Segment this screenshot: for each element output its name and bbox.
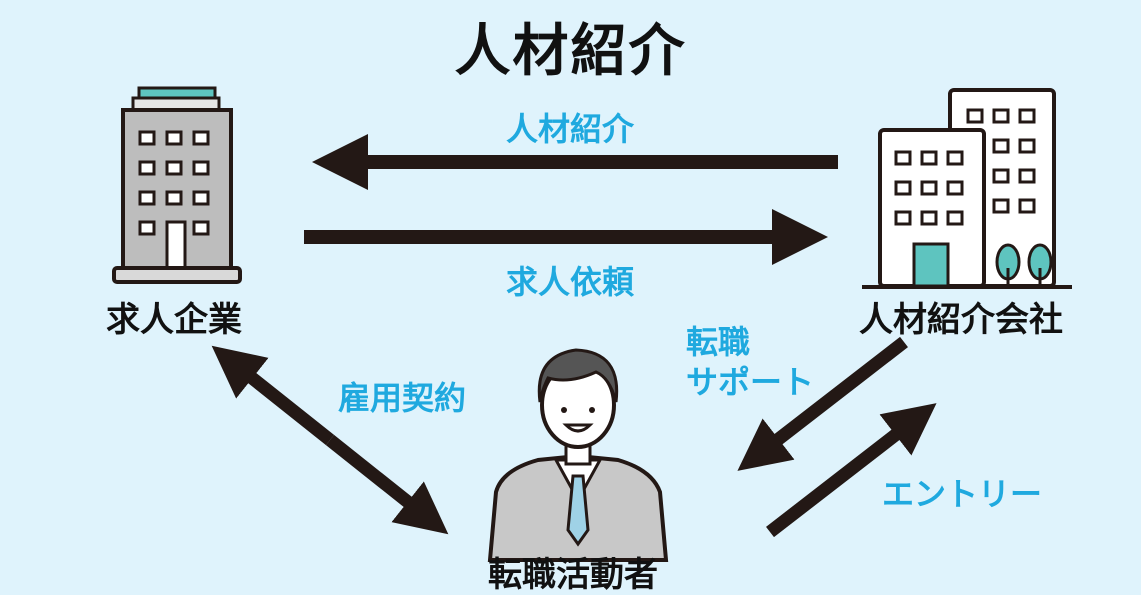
job-request-label: 求人依頼 <box>506 263 635 301</box>
employer-label: 求人企業 <box>106 300 242 340</box>
arrow-employment-contract-a <box>211 345 335 446</box>
referral-label: 人材紹介 <box>506 110 635 148</box>
agency-building-icon <box>862 88 1072 289</box>
job-seeker-person-icon <box>487 348 669 562</box>
job-seeker-label: 転職活動者 <box>488 555 658 595</box>
arrow-career-support <box>737 336 908 471</box>
career-support-label-line1: 転職 <box>686 323 751 361</box>
arrow-entry <box>766 403 937 538</box>
arrow-employment-contract-b <box>325 434 449 535</box>
entry-label: エントリー <box>882 475 1043 513</box>
employer-building-icon <box>112 86 242 284</box>
flow-arrows <box>211 134 937 538</box>
employment-contract-label: 雇用契約 <box>338 379 467 417</box>
career-support-label-line2: サポート <box>686 363 815 401</box>
agency-label: 人材紹介会社 <box>859 300 1063 340</box>
diagram-title: 人材紹介 <box>454 19 687 84</box>
